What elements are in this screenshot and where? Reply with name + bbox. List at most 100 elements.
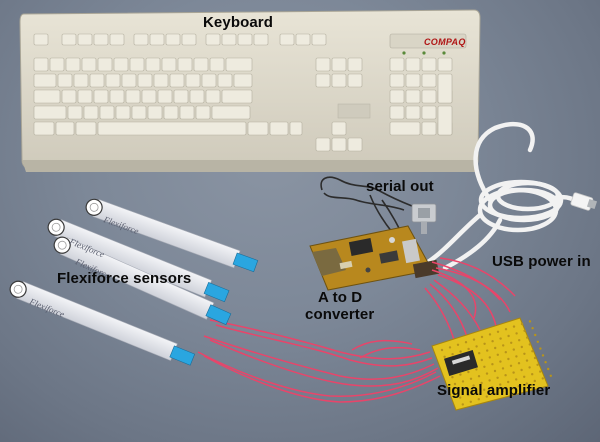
amplifier-hole: [512, 371, 515, 374]
keyboard-key: [205, 89, 221, 104]
amplifier-hole: [536, 340, 539, 343]
amplifier-hole: [507, 357, 510, 361]
amplifier-hole: [456, 343, 460, 346]
amplifier-hole: [475, 345, 478, 348]
keyboard-key: [97, 57, 113, 72]
keyboard-key: [217, 73, 233, 88]
keyboard-key: [421, 73, 437, 88]
amplifier-hole: [510, 341, 513, 344]
amplifier-hole: [453, 382, 457, 386]
amplifier-hole: [515, 332, 518, 335]
keyboard-key: [405, 89, 421, 104]
keyboard-key: [65, 57, 81, 72]
keyboard-key: [99, 105, 115, 120]
keyboard-key: [311, 33, 327, 46]
amplifier-hole: [528, 366, 531, 369]
keyboard-key: [33, 105, 67, 120]
keyboard-key: [93, 89, 109, 104]
amplifier-hole: [480, 358, 483, 362]
keyboard: [19, 9, 481, 172]
amplifier-hole: [488, 333, 492, 336]
keyboard-key: [347, 73, 363, 88]
keyboard-key: [109, 33, 125, 46]
keyboard-key: [331, 121, 347, 136]
keyboard-key: [33, 73, 57, 88]
amplifier-hole: [525, 359, 529, 362]
keyboard-key: [145, 57, 161, 72]
amplifier-hole: [467, 370, 470, 374]
amplifier-hole: [528, 320, 532, 323]
keyboard-key: [77, 33, 93, 46]
keyboard-key: [75, 121, 97, 136]
amplifier-hole: [496, 330, 500, 333]
keyboard-brand-logo: COMPAQ: [424, 37, 466, 47]
amplifier-hole: [478, 352, 481, 355]
amplifier-hole: [531, 327, 534, 330]
amplifier-hole: [472, 338, 476, 341]
amplifier-hole: [496, 376, 499, 379]
amplifier-hole: [520, 368, 523, 372]
flexiforce-sensors: [9, 198, 259, 366]
keyboard-key: [279, 33, 295, 46]
amplifier-hole: [539, 347, 542, 350]
keyboard-key: [347, 137, 363, 152]
amplifier-hole: [464, 387, 467, 390]
keyboard-key: [109, 89, 125, 104]
amplifier-hole: [467, 393, 470, 397]
keyboard-key: [161, 57, 177, 72]
keyboard-key: [105, 73, 121, 88]
keyboard-key: [221, 33, 237, 46]
amplifier-hole: [509, 364, 513, 367]
keyboard-key: [179, 105, 195, 120]
keyboard-key: [173, 89, 189, 104]
amplifier-hole: [515, 378, 518, 381]
amplifier-hole: [507, 380, 510, 384]
keyboard-key: [61, 33, 77, 46]
keyboard-key: [253, 33, 269, 46]
amplifier-hole: [488, 356, 491, 359]
keyboard-key: [233, 73, 253, 88]
amplifier-hole: [526, 336, 529, 339]
amplifier-hole: [459, 396, 462, 399]
keyboard-key: [93, 33, 109, 46]
amplifier-hole: [448, 346, 452, 349]
amplifier-hole: [493, 392, 496, 396]
keyboard-key: [331, 57, 347, 72]
amplifier-hole: [486, 349, 489, 352]
keyboard-key: [421, 89, 437, 104]
amplifier-hole: [541, 354, 545, 357]
keyboard-key: [389, 105, 405, 120]
keyboard-key: [315, 137, 331, 152]
keyboard-key: [211, 105, 251, 120]
amplifier-hole: [544, 361, 547, 364]
sensor-strip: [9, 280, 196, 366]
amplifier-hole: [533, 379, 536, 383]
keyboard-key: [33, 57, 49, 72]
amplifier-hole: [456, 389, 459, 392]
keyboard-key: [129, 57, 145, 72]
signal-amplifier-board: [431, 317, 552, 411]
keyboard-key: [81, 57, 97, 72]
keyboard-key: [405, 73, 421, 88]
keyboard-key: [201, 73, 217, 88]
amplifier-hole: [477, 375, 481, 378]
label-usb-power-in: USB power in: [492, 253, 591, 270]
pink-wires: [197, 257, 516, 403]
amplifier-hole: [523, 352, 526, 355]
sensor-strip: [53, 236, 232, 326]
keyboard-key: [89, 73, 105, 88]
amplifier-hole: [469, 377, 473, 380]
amplifier-hole: [517, 362, 521, 365]
keyboard-key: [269, 121, 289, 136]
amplifier-hole: [488, 379, 491, 382]
amplifier-hole: [469, 400, 472, 403]
keyboard-key: [133, 33, 149, 46]
keyboard-key: [225, 57, 253, 72]
amplifier-hole: [467, 347, 470, 351]
sensor-strip: [85, 198, 259, 273]
keyboard-key: [147, 105, 163, 120]
amplifier-hole: [531, 350, 534, 353]
amplifier-hole: [491, 386, 494, 389]
amplifier-hole: [494, 346, 497, 350]
